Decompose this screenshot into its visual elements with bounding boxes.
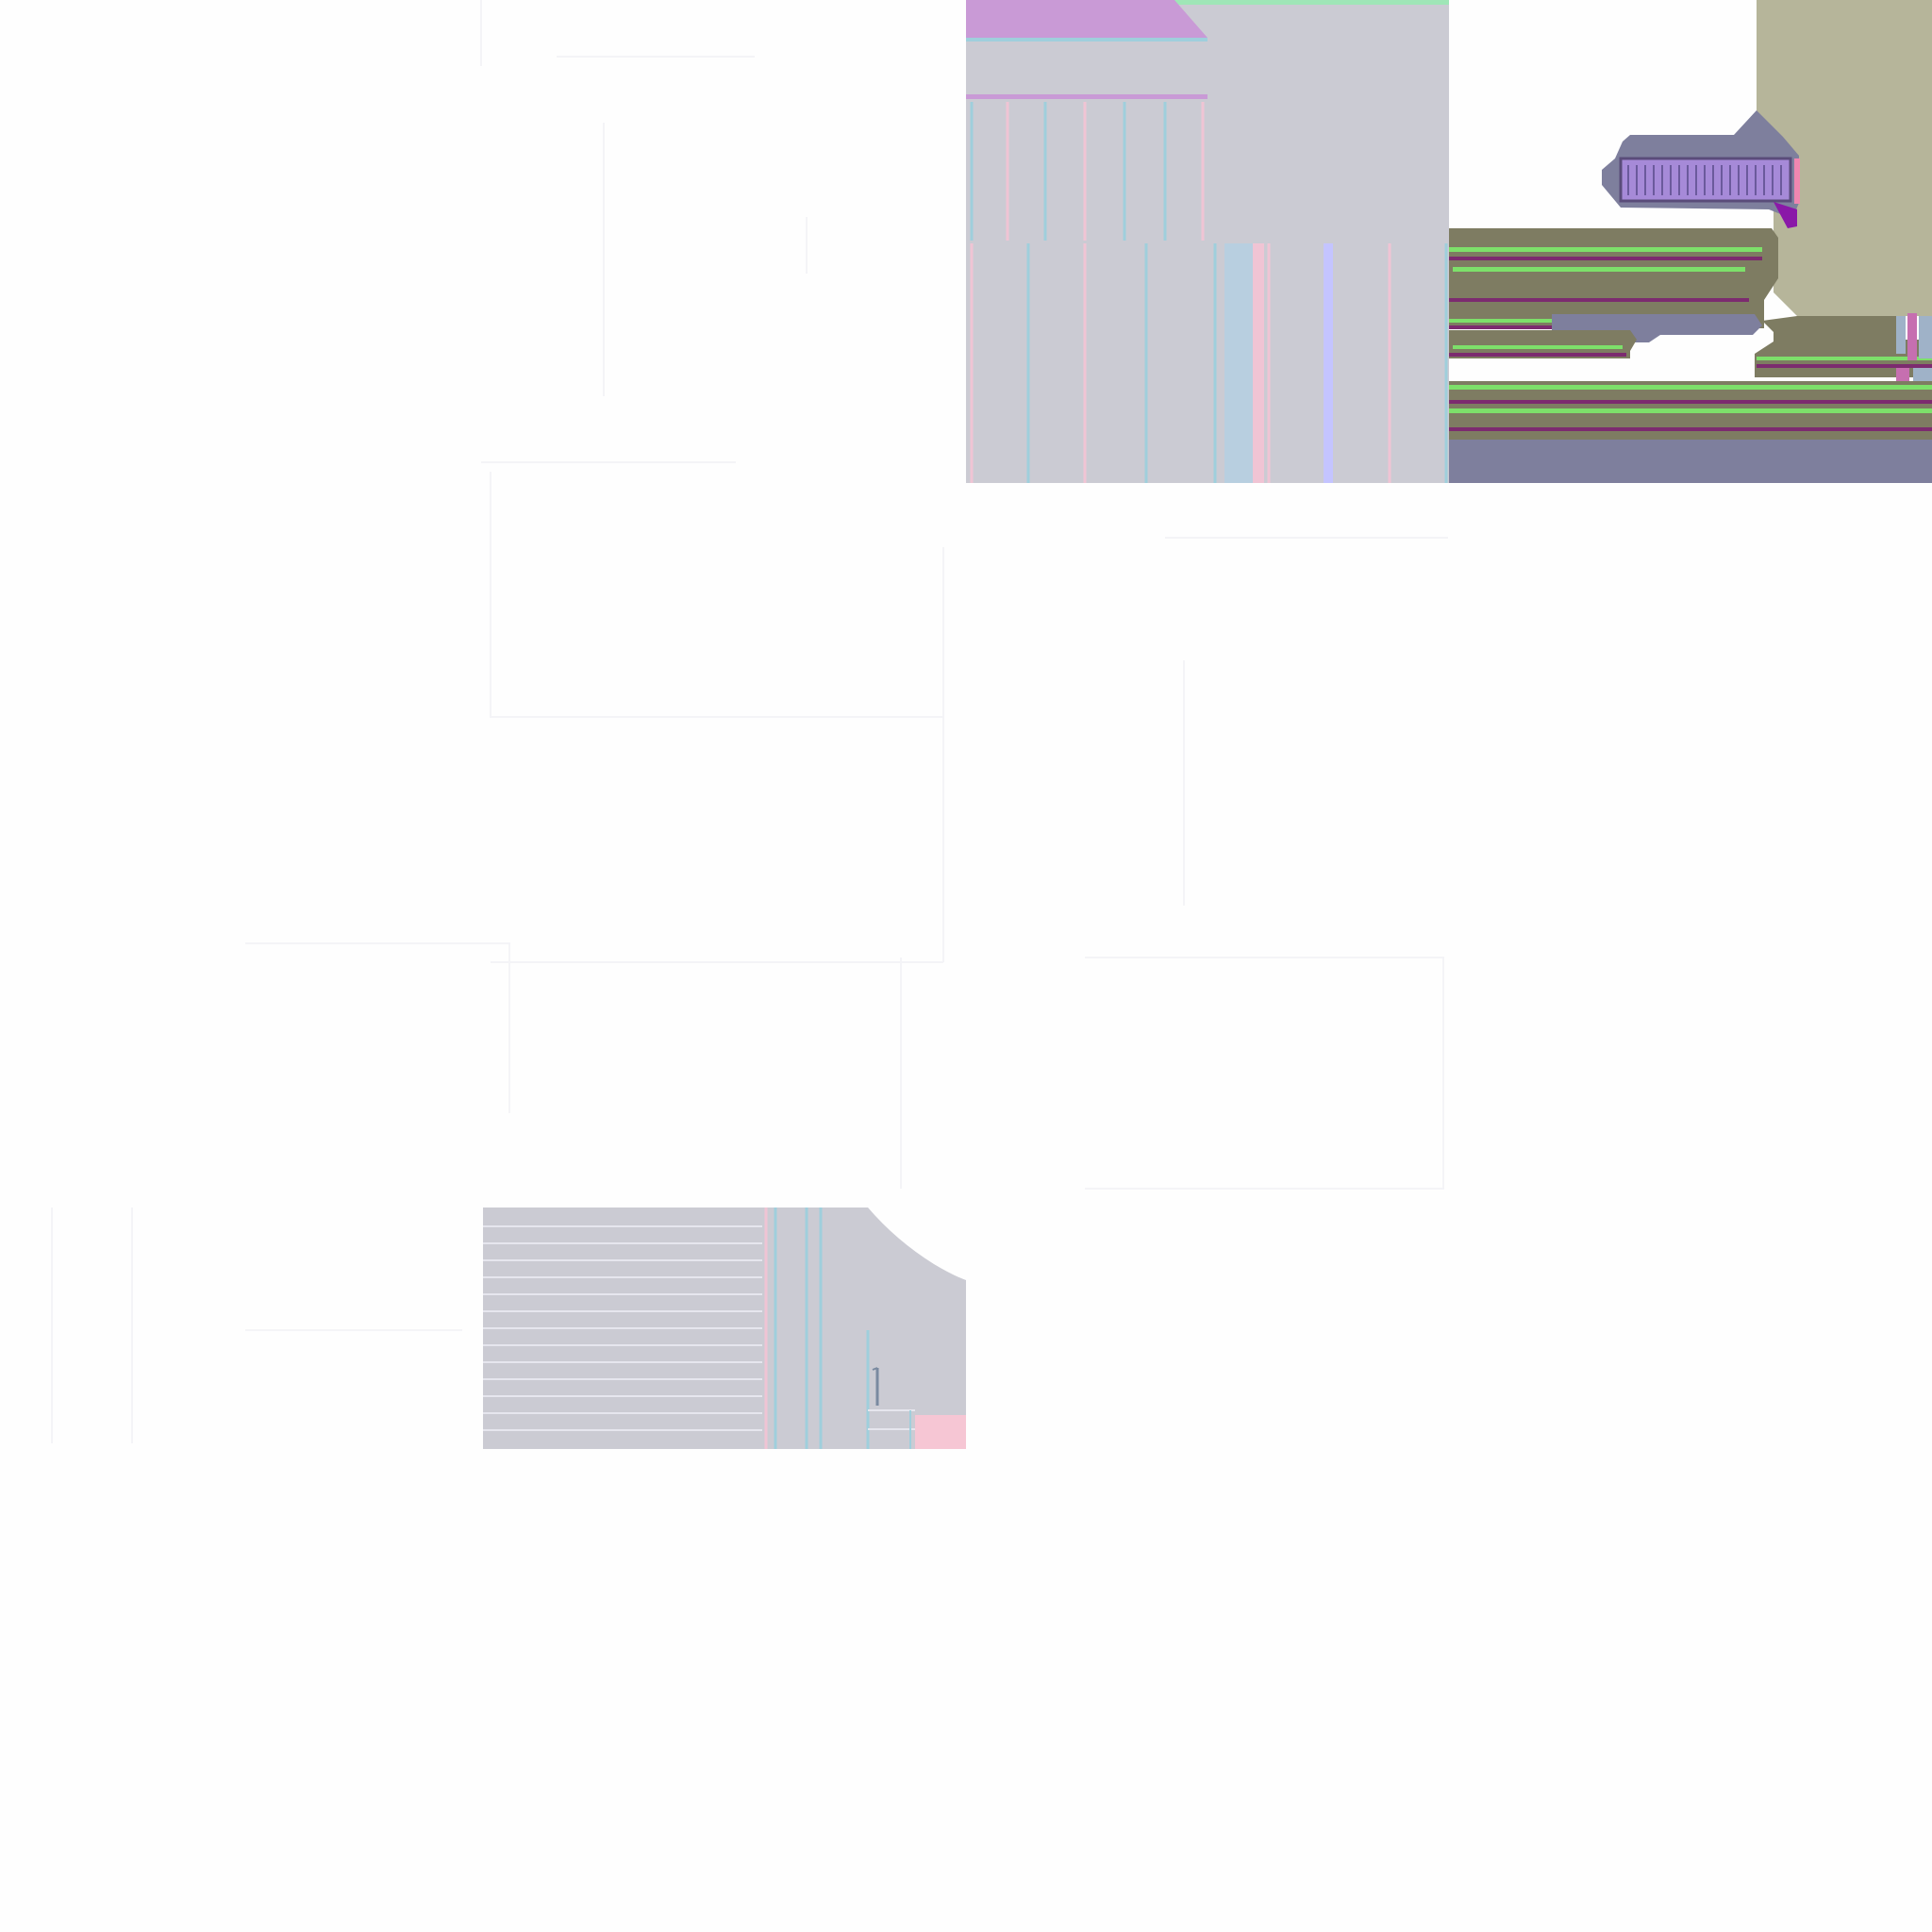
panel-horizontal-lines	[483, 1225, 762, 1431]
pipe-shadow-1	[1449, 257, 1762, 260]
pipe-right-highlight	[1757, 357, 1932, 360]
pipe-shadow-3	[1449, 325, 1553, 329]
pipe-highlight-3	[1449, 319, 1553, 323]
lower-rib-lines	[970, 243, 1448, 483]
tile-top-center	[966, 0, 1449, 483]
tile-bottom-left-panel	[483, 1208, 966, 1449]
pipe-lower-highlight	[1453, 345, 1623, 349]
pipe-right-shadow	[1757, 364, 1932, 368]
top-band	[966, 0, 1208, 38]
olive-column	[1757, 0, 1932, 316]
pipe-bottom-shadow-1	[1449, 400, 1932, 404]
grille-purple-corner	[1774, 202, 1797, 228]
upper-rib-lines	[970, 102, 1205, 241]
pipe-highlight-1	[1449, 247, 1762, 252]
pipe-connector	[1552, 314, 1762, 342]
pipe-bottom-highlight-2	[1449, 408, 1932, 413]
pipe-base	[1449, 440, 1932, 483]
faint-uv-seams	[51, 0, 1448, 1443]
pipe-highlight-2	[1453, 267, 1745, 272]
pipe-lower-shadow	[1449, 353, 1626, 357]
panel-vertical-edges	[764, 1208, 823, 1449]
panel-corner-detail	[866, 1330, 966, 1449]
tile-base	[966, 0, 1449, 483]
pipe-block-upper	[1449, 228, 1778, 328]
pipe-right-joint	[1755, 316, 1932, 377]
top-band-edge	[966, 38, 1208, 42]
pipe-shadow-2	[1449, 298, 1749, 302]
tile-top-right-pipes	[1449, 0, 1932, 483]
pipe-bottom-shadow-2	[1449, 427, 1932, 431]
pipe-bottom-highlight-1	[1449, 385, 1932, 390]
mid-band	[966, 94, 1208, 99]
pipe-lower-small	[1449, 330, 1637, 358]
grille-slats	[1627, 165, 1782, 195]
grille-pink-edge	[1794, 158, 1800, 204]
top-strip	[1170, 0, 1449, 5]
